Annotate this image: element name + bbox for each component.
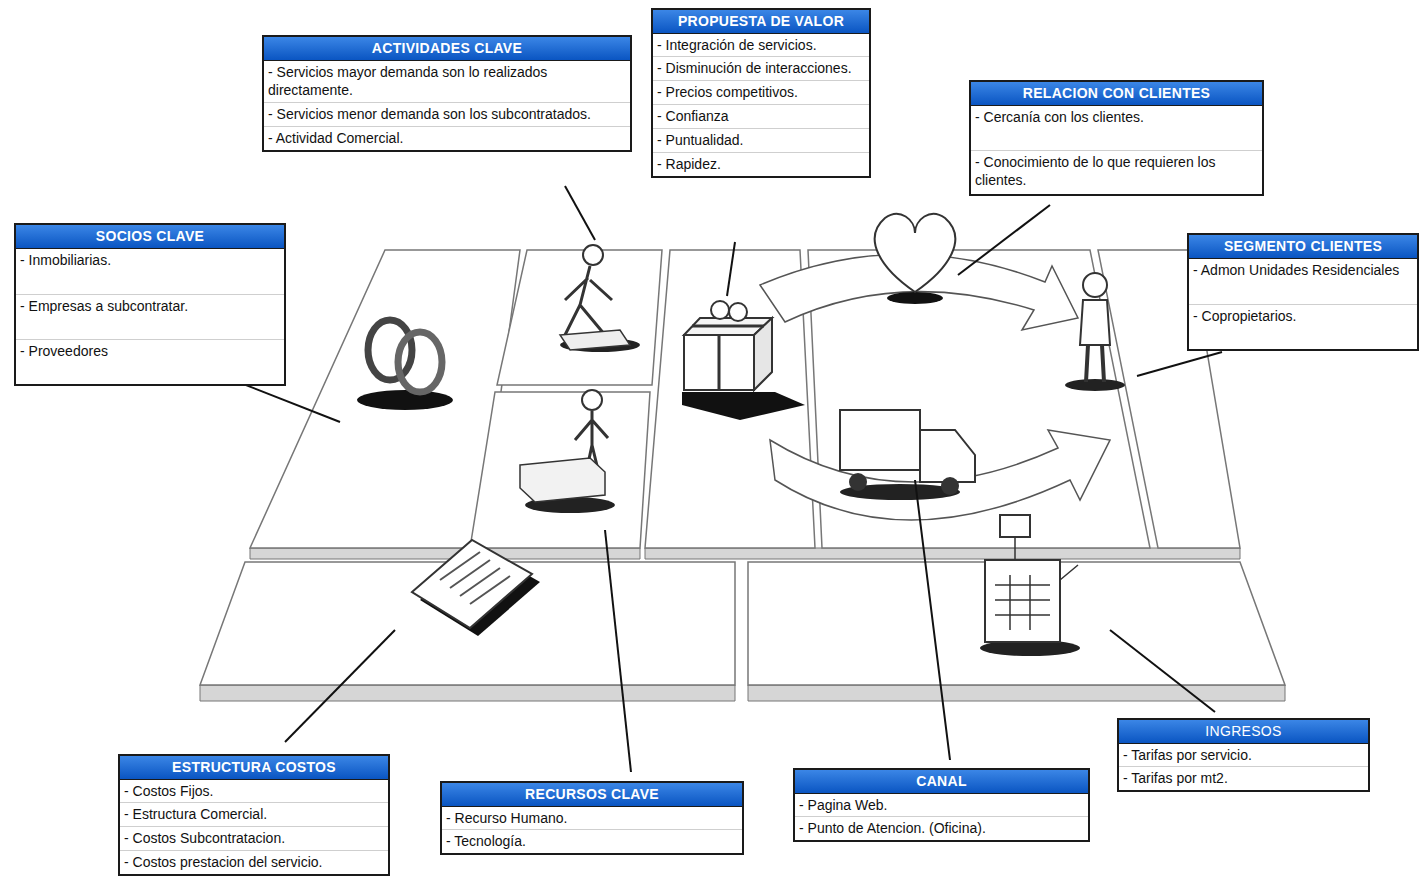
callout-box: ACTIVIDADES CLAVE- Servicios mayor deman…: [262, 35, 632, 152]
callout-item: - Servicios mayor demanda son lo realiza…: [264, 61, 630, 103]
leader-line: [727, 242, 735, 296]
callout-item: - Cercanía con los clientes.: [971, 106, 1262, 150]
callout-item: - Rapidez.: [653, 152, 869, 176]
figure-legs: [1086, 345, 1104, 382]
register-icon: [985, 560, 1060, 642]
gift-bow: [711, 301, 729, 319]
callout-item: - Confianza: [653, 104, 869, 128]
callout-item: - Costos prestacion del servicio.: [120, 850, 388, 874]
board-edge: [200, 685, 735, 701]
figure-head: [1083, 273, 1107, 297]
truck-icon: [840, 410, 920, 470]
callout-box: RECURSOS CLAVE- Recurso Humano.- Tecnolo…: [440, 781, 744, 855]
callout-item: - Integración de servicios.: [653, 34, 869, 57]
channel-arrow: [770, 430, 1110, 520]
leader-line: [1110, 630, 1215, 712]
leader-line: [958, 205, 1050, 275]
callout-item: - Tarifas por servicio.: [1119, 744, 1368, 767]
leader-line: [565, 186, 595, 240]
callout-item: - Tarifas por mt2.: [1119, 766, 1368, 790]
ring-icon: [368, 320, 412, 380]
leader-line: [285, 630, 395, 742]
callout-header: SOCIOS CLAVE: [16, 225, 284, 249]
callout-item: - Pagina Web.: [795, 794, 1088, 817]
callout-item: - Servicios menor demanda son los subcon…: [264, 102, 630, 126]
gift-icon: [754, 318, 772, 390]
callout-item: - Inmobiliarias.: [16, 249, 284, 294]
callout-item: - Actividad Comercial.: [264, 126, 630, 150]
board-block: [497, 250, 662, 385]
shadow: [1065, 379, 1125, 391]
callout-item: - Recurso Humano.: [442, 807, 742, 830]
board-block: [470, 392, 650, 548]
truck-wheel: [941, 477, 959, 495]
callout-item: - Costos Fijos.: [120, 780, 388, 803]
callout-item: - Punto de Atencion. (Oficina).: [795, 816, 1088, 840]
board-edge: [645, 548, 1240, 559]
callout-item: - Tecnología.: [442, 829, 742, 853]
callout-item: - Disminución de interacciones.: [653, 56, 869, 80]
register-keys: [995, 537, 1078, 630]
leader-line: [605, 530, 631, 772]
callout-item: - Puntualidad.: [653, 128, 869, 152]
callout-item: - Empresas a subcontratar.: [16, 294, 284, 339]
callout-box: SEGMENTO CLIENTES- Admon Unidades Reside…: [1187, 233, 1419, 351]
callout-box: PROPUESTA DE VALOR- Integración de servi…: [651, 8, 871, 178]
shadow: [357, 390, 453, 410]
callout-header: ESTRUCTURA COSTOS: [120, 756, 388, 780]
callout-box: SOCIOS CLAVE- Inmobiliarias.- Empresas a…: [14, 223, 286, 386]
callout-item: - Conocimiento de lo que requieren los c…: [971, 150, 1262, 194]
callout-header: ACTIVIDADES CLAVE: [264, 37, 630, 61]
truck-wheel: [849, 473, 867, 491]
figure-head: [582, 390, 602, 410]
leader-line: [1137, 352, 1222, 376]
callout-item: - Estructura Comercial.: [120, 802, 388, 826]
callout-header: CANAL: [795, 770, 1088, 794]
callout-box: RELACION CON CLIENTES- Cercanía con los …: [969, 80, 1264, 196]
heart-icon: [875, 214, 956, 292]
callout-item: - Copropietarios.: [1189, 304, 1417, 349]
ring-icon: [398, 332, 442, 392]
callout-item: - Costos Subcontratacion.: [120, 826, 388, 850]
resource-box: [520, 458, 605, 502]
board-edge: [748, 685, 1285, 701]
board-edge: [250, 548, 640, 559]
leader-line: [915, 480, 950, 760]
callout-header: RECURSOS CLAVE: [442, 783, 742, 807]
callout-box: CANAL- Pagina Web.- Punto de Atencion. (…: [793, 768, 1090, 842]
callout-box: ESTRUCTURA COSTOS- Costos Fijos.- Estruc…: [118, 754, 390, 876]
gift-bow: [729, 303, 747, 321]
callout-item: - Precios competitivos.: [653, 80, 869, 104]
figure-body: [565, 266, 612, 335]
callout-box: INGRESOS- Tarifas por servicio.- Tarifas…: [1117, 718, 1370, 792]
callout-header: INGRESOS: [1119, 720, 1368, 744]
register-screen: [1000, 515, 1030, 537]
shadow: [682, 392, 805, 420]
callout-header: PROPUESTA DE VALOR: [653, 10, 869, 34]
callout-item: - Proveedores: [16, 339, 284, 384]
figure-body: [1080, 300, 1110, 345]
figure-head: [583, 245, 603, 265]
truck-icon: [920, 430, 975, 482]
work-item: [560, 330, 630, 350]
document-icon: [412, 540, 532, 628]
shadow: [887, 292, 943, 304]
document-lines: [440, 552, 510, 604]
leader-lines: [228, 186, 1222, 772]
callout-header: SEGMENTO CLIENTES: [1189, 235, 1417, 259]
gift-ribbon: [692, 326, 764, 390]
callout-item: - Admon Unidades Residenciales: [1189, 259, 1417, 304]
callout-header: RELACION CON CLIENTES: [971, 82, 1262, 106]
